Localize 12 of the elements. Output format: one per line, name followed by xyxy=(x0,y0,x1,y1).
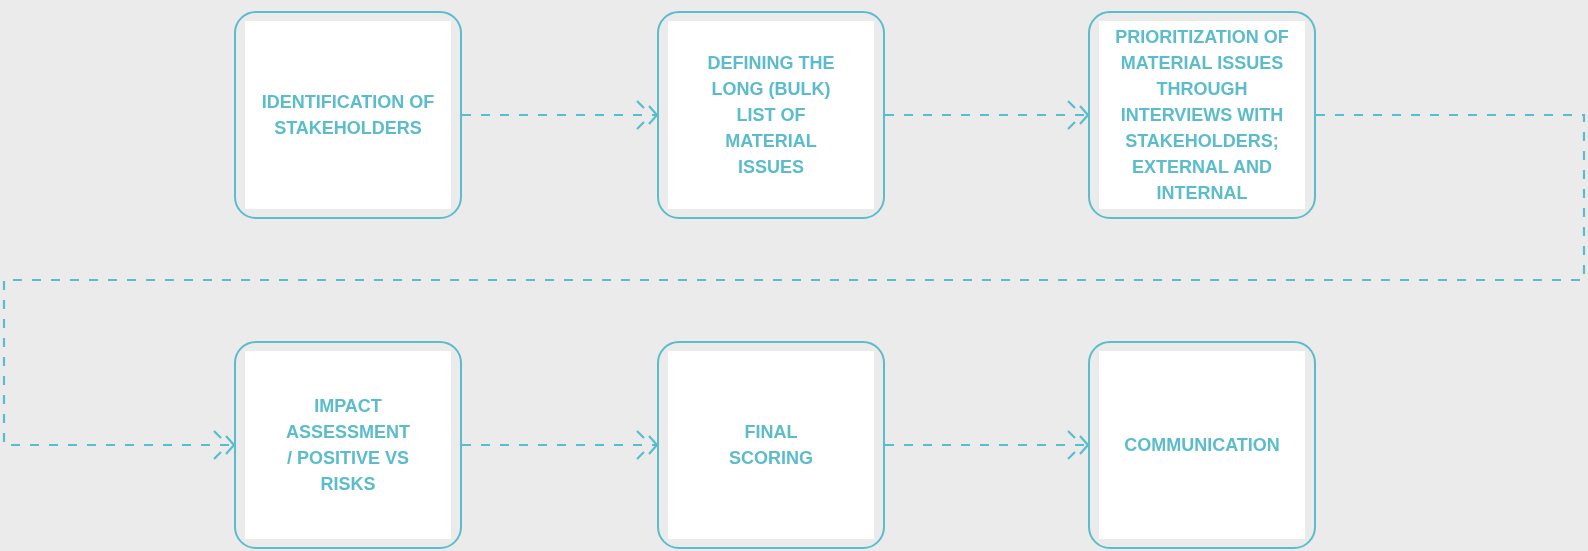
step-label: FINAL SCORING xyxy=(668,351,874,539)
step-label: IMPACT ASSESSMENT / POSITIVE VS RISKS xyxy=(245,351,451,539)
process-box xyxy=(1088,341,1316,549)
step-label: DEFINING THE LONG (BULK) LIST OF MATERIAL ISSUES xyxy=(668,21,874,209)
process-box xyxy=(657,11,885,219)
process-box xyxy=(657,341,885,549)
step-label: COMMUNICATION xyxy=(1099,351,1305,539)
process-box xyxy=(1088,11,1316,219)
process-box xyxy=(234,11,462,219)
process-box xyxy=(234,341,462,549)
step-label: IDENTIFICATION OF STAKEHOLDERS xyxy=(245,21,451,209)
step-label: PRIORITIZATION OF MATERIAL ISSUES THROUGH INTERVIEWS WITH STAKEHOLDERS; EXTERNAL AND INTERNAL xyxy=(1099,21,1305,209)
